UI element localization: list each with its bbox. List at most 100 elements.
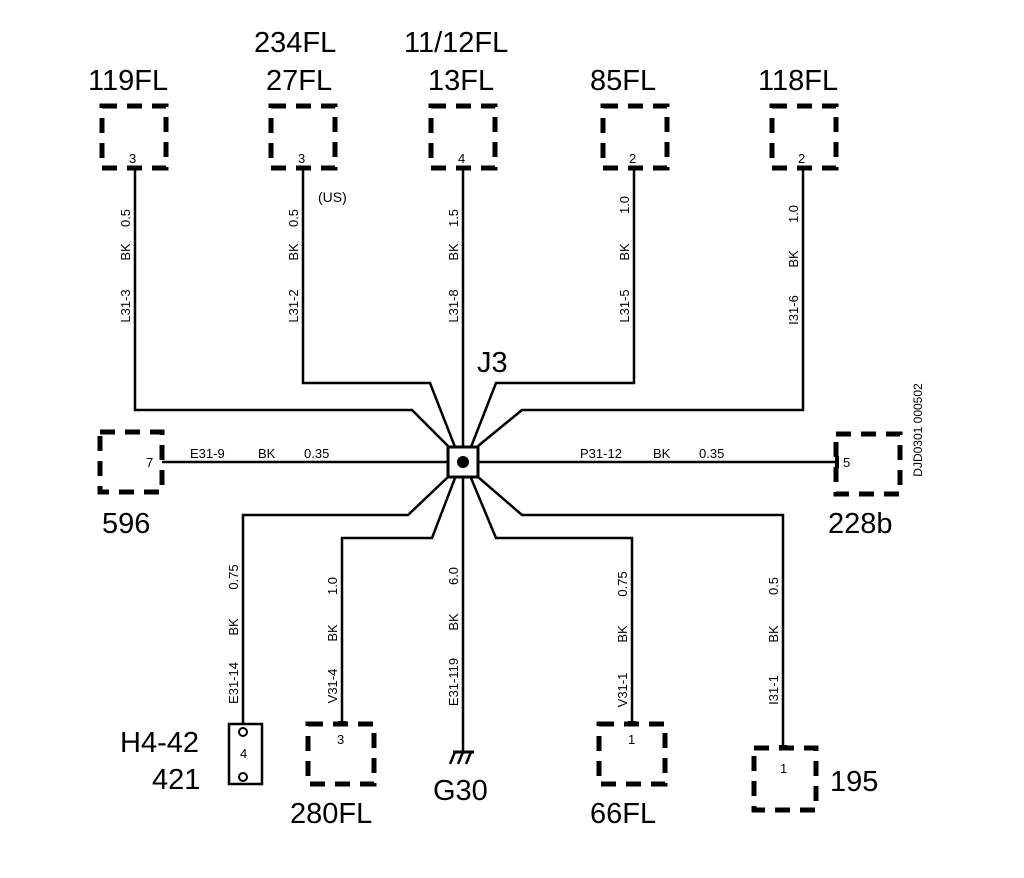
wire-network bbox=[133, 168, 838, 752]
wire-labels-66fl: 0.75 BK V31-1 bbox=[615, 571, 630, 707]
wire-labels-195: 0.5 BK I31-1 bbox=[766, 577, 781, 705]
wire-labels-280fl: 1.0 BK V31-4 bbox=[325, 577, 340, 703]
wire-color: BK bbox=[446, 613, 461, 631]
wire-color: BK bbox=[615, 625, 630, 643]
variant-note: (US) bbox=[318, 189, 347, 205]
pin-number: 2 bbox=[629, 151, 636, 166]
wire-280fl bbox=[340, 477, 457, 724]
wire-labels-13fl: 1.5 BK L31-8 bbox=[446, 209, 461, 323]
wire-labels-118fl: 1.0 BK I31-6 bbox=[786, 205, 801, 325]
wire-circuit: I31-1 bbox=[766, 675, 781, 705]
wire-size: 0.5 bbox=[118, 209, 133, 227]
pin-number: 2 bbox=[798, 151, 805, 166]
wire-size: 1.0 bbox=[786, 205, 801, 223]
wire-circuit: L31-2 bbox=[286, 289, 301, 322]
connector-label-alt: 234FL bbox=[254, 27, 336, 59]
connector-228b[interactable]: 5 228b bbox=[828, 431, 903, 540]
wire-circuit: P31-12 bbox=[580, 446, 622, 461]
ground-icon bbox=[448, 750, 474, 765]
connector-label: 421 bbox=[152, 764, 200, 796]
wire-color: BK bbox=[786, 250, 801, 268]
connector-119fl[interactable]: 3 119FL bbox=[88, 65, 169, 171]
wire-size: 6.0 bbox=[446, 567, 461, 585]
connector-118fl[interactable]: 2 118FL bbox=[758, 65, 839, 171]
connector-596[interactable]: 7 596 bbox=[97, 429, 165, 540]
wire-color: BK bbox=[258, 446, 276, 461]
connector-label: 118FL bbox=[758, 65, 838, 97]
wire-119fl bbox=[133, 168, 449, 447]
wire-195 bbox=[477, 476, 785, 748]
wire-circuit: L31-3 bbox=[118, 289, 133, 322]
wire-size: 0.35 bbox=[699, 446, 724, 461]
wire-size: 0.5 bbox=[766, 577, 781, 595]
wire-85fl bbox=[469, 168, 636, 448]
wire-size: 0.35 bbox=[304, 446, 329, 461]
wire-color: BK bbox=[653, 446, 671, 461]
connector-66fl[interactable]: 1 66FL bbox=[590, 721, 668, 830]
pin-number: 1 bbox=[628, 732, 635, 747]
connector-label: 228b bbox=[828, 508, 893, 540]
wire-color: BK bbox=[617, 243, 632, 261]
wire-labels-119fl: 0.5 BK L31-3 bbox=[118, 209, 133, 323]
wire-size: 1.0 bbox=[617, 196, 632, 214]
splice-label: J3 bbox=[477, 347, 508, 379]
wire-size: 0.75 bbox=[615, 571, 630, 596]
wire-circuit: V31-1 bbox=[615, 673, 630, 708]
connector-label: 119FL bbox=[88, 65, 168, 97]
wire-labels-27fl: 0.5 BK L31-2 bbox=[286, 209, 301, 323]
connector-label: 27FL bbox=[266, 65, 332, 97]
ground-label: G30 bbox=[433, 775, 488, 807]
splice-j3: J3 bbox=[446, 347, 508, 479]
connector-label-alt: 11/12FL bbox=[404, 27, 508, 59]
pin-number: 5 bbox=[843, 455, 850, 470]
wire-color: BK bbox=[446, 243, 461, 261]
connector-label: 85FL bbox=[590, 65, 656, 97]
wire-labels-596: E31-9 BK 0.35 bbox=[190, 446, 329, 461]
wire-labels-228b: P31-12 BK 0.35 bbox=[580, 446, 724, 461]
wire-labels-421: 0.75 BK E31-14 bbox=[226, 564, 241, 704]
wire-color: BK bbox=[766, 625, 781, 643]
wire-circuit: E31-14 bbox=[226, 662, 241, 704]
pin-number: 4 bbox=[458, 151, 465, 166]
ground-g30: G30 bbox=[433, 750, 488, 807]
connector-label-alt: H4-42 bbox=[120, 727, 199, 759]
wire-27fl bbox=[301, 168, 457, 448]
connector-27fl[interactable]: 3 234FL 27FL (US) bbox=[254, 27, 347, 205]
pin-number: 3 bbox=[337, 732, 344, 747]
wire-labels-85fl: 1.0 BK L31-5 bbox=[617, 196, 632, 323]
connector-421[interactable]: 4 H4-42 421 bbox=[120, 722, 264, 796]
wire-size: 0.5 bbox=[286, 209, 301, 227]
connector-280fl[interactable]: 3 280FL bbox=[290, 721, 377, 830]
wire-circuit: E31-9 bbox=[190, 446, 225, 461]
wire-circuit: I31-6 bbox=[786, 295, 801, 325]
wire-circuit: L31-8 bbox=[446, 289, 461, 322]
connector-195[interactable]: 1 195 bbox=[751, 745, 878, 813]
wire-color: BK bbox=[226, 618, 241, 636]
wire-labels-g30: 6.0 BK E31-119 bbox=[446, 567, 461, 706]
pin-number: 7 bbox=[146, 455, 153, 470]
pin-number: 3 bbox=[298, 151, 305, 166]
wire-circuit: V31-4 bbox=[325, 669, 340, 704]
wire-size: 0.75 bbox=[226, 564, 241, 589]
wire-66fl bbox=[469, 477, 634, 724]
wire-size: 1.5 bbox=[446, 209, 461, 227]
wire-circuit: E31-119 bbox=[446, 658, 461, 706]
connector-label: 195 bbox=[830, 766, 878, 798]
pin-number: 1 bbox=[780, 761, 787, 776]
connector-label: 66FL bbox=[590, 798, 656, 830]
document-code: DJD0301 000502 bbox=[911, 383, 925, 477]
connector-13fl[interactable]: 4 11/12FL 13FL bbox=[404, 27, 508, 171]
wire-118fl bbox=[477, 168, 805, 447]
wire-size: 1.0 bbox=[325, 577, 340, 595]
wire-color: BK bbox=[118, 243, 133, 261]
wire-circuit: L31-5 bbox=[617, 289, 632, 322]
wire-color: BK bbox=[325, 624, 340, 642]
pin-number: 4 bbox=[240, 746, 247, 761]
connector-label: 13FL bbox=[428, 65, 494, 97]
connector-85fl[interactable]: 2 85FL bbox=[590, 65, 670, 171]
wire-color: BK bbox=[286, 243, 301, 261]
connector-label: 596 bbox=[102, 508, 150, 540]
connector-label: 280FL bbox=[290, 798, 372, 830]
pin-number: 3 bbox=[129, 151, 136, 166]
